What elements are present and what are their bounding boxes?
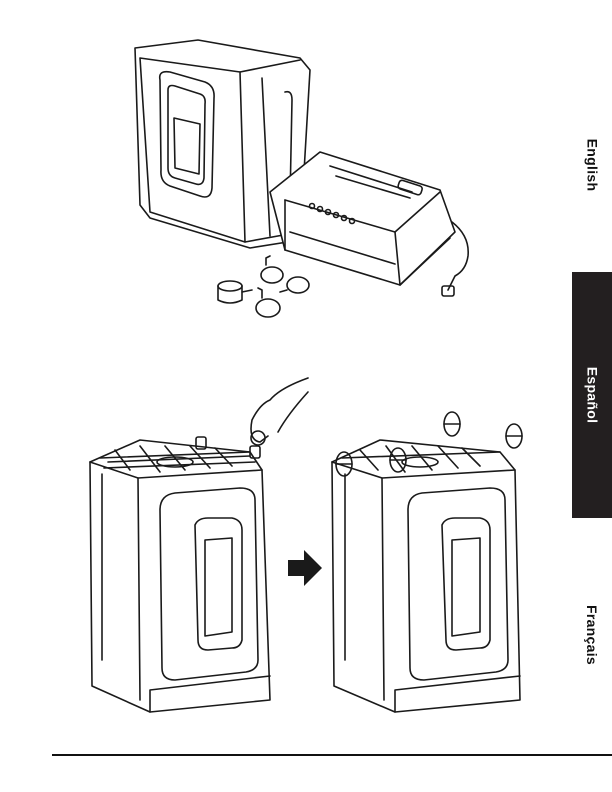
- language-tab-francais[interactable]: Français: [572, 590, 612, 680]
- language-tab-francais-label: Français: [584, 605, 600, 665]
- arrow-right-icon: [288, 550, 322, 586]
- language-tab-espanol-label: Español: [584, 367, 600, 424]
- language-tab-english[interactable]: English: [572, 120, 612, 210]
- casters-parts-figure: [218, 256, 309, 317]
- language-tab-espanol[interactable]: Español: [572, 272, 612, 518]
- footer-divider: [52, 754, 612, 756]
- bin-with-casters-installed-figure: [332, 412, 522, 712]
- bin-inserting-caster-figure: [90, 378, 308, 712]
- language-tab-english-label: English: [584, 139, 600, 192]
- shredder-head-figure: [270, 152, 468, 296]
